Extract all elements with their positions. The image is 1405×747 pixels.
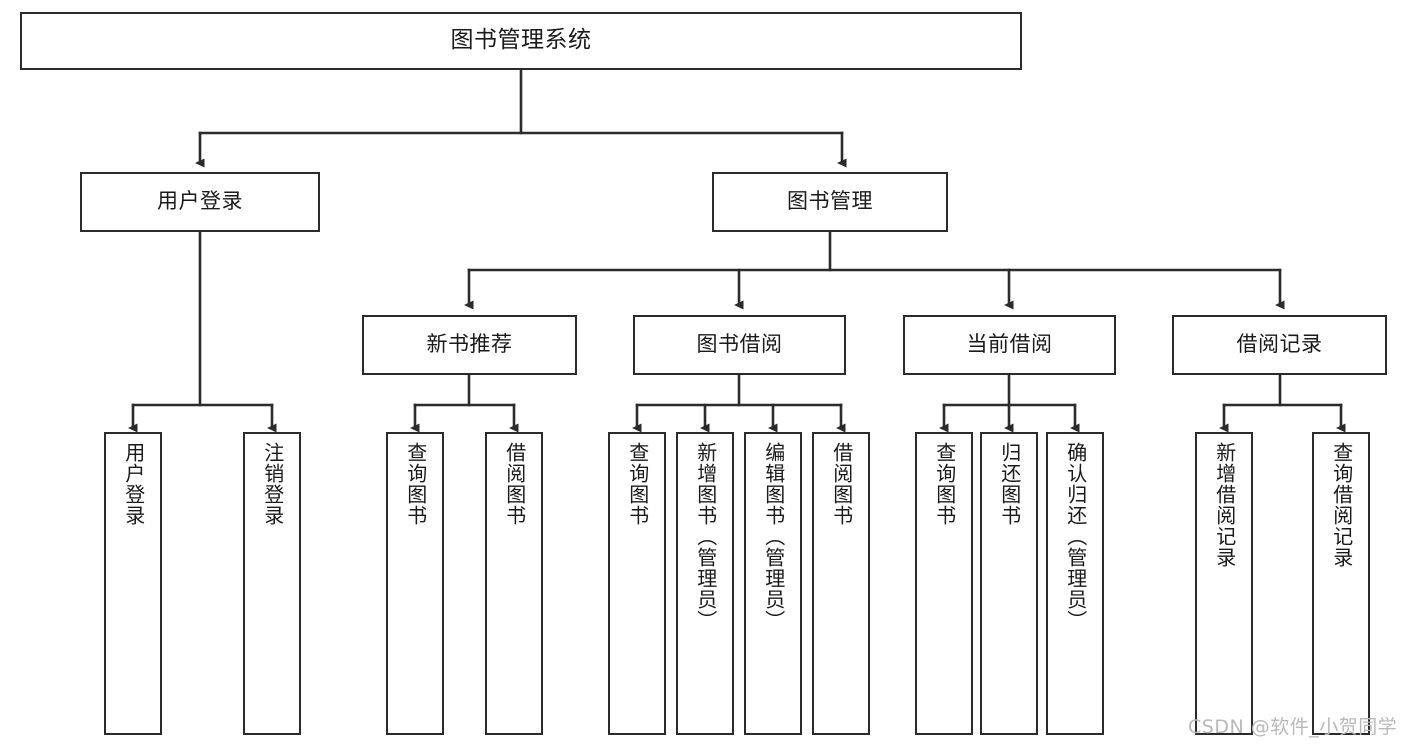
node-label: 编辑图书（管理员） [761,442,786,631]
node-label: 新增图书（管理员） [693,442,718,631]
node-borrow-records[interactable]: 借阅记录 [1172,315,1387,375]
leaf-borrow-query-book[interactable]: 查询图书 [608,432,666,735]
node-label: 新增借阅记录 [1212,442,1237,568]
leaf-borrow-add-book-admin[interactable]: 新增图书（管理员） [676,432,734,735]
node-root-system[interactable]: 图书管理系统 [20,12,1022,70]
node-label: 当前借阅 [966,332,1053,357]
leaf-new-book-query[interactable]: 查询图书 [386,432,444,735]
node-user-login[interactable]: 用户登录 [80,172,320,232]
node-label: 新书推荐 [426,332,513,357]
leaf-current-confirm-return-admin[interactable]: 确认归还（管理员） [1046,432,1104,735]
leaf-records-add-record[interactable]: 新增借阅记录 [1195,432,1253,735]
node-label: 注销登录 [260,442,285,526]
node-current-borrow[interactable]: 当前借阅 [903,315,1116,375]
leaf-current-return-book[interactable]: 归还图书 [980,432,1038,735]
leaf-borrow-borrow-book[interactable]: 借阅图书 [812,432,870,735]
node-book-management[interactable]: 图书管理 [712,172,948,232]
leaf-user-login-login[interactable]: 用户登录 [104,432,162,735]
node-label: 借阅图书 [829,442,854,526]
leaf-user-login-logout[interactable]: 注销登录 [243,432,301,735]
node-label: 图书管理系统 [450,27,592,54]
node-label: 查询借阅记录 [1329,442,1354,568]
node-label: 图书借阅 [696,332,783,357]
node-label: 用户登录 [121,442,146,526]
node-label: 归还图书 [997,442,1022,526]
node-new-book-recommend[interactable]: 新书推荐 [362,315,577,375]
node-label: 查询图书 [932,442,957,526]
node-label: 查询图书 [403,442,428,526]
csdn-watermark: CSDN @软件_小贺同学 [1188,712,1397,739]
node-book-borrow[interactable]: 图书借阅 [633,315,846,375]
node-label: 借阅记录 [1236,332,1323,357]
node-label: 借阅图书 [502,442,527,526]
node-label: 图书管理 [787,189,873,214]
node-label: 用户登录 [157,189,243,214]
leaf-records-query-record[interactable]: 查询借阅记录 [1312,432,1370,735]
node-label: 确认归还（管理员） [1063,442,1088,631]
leaf-new-book-borrow[interactable]: 借阅图书 [485,432,543,735]
leaf-borrow-edit-book-admin[interactable]: 编辑图书（管理员） [744,432,802,735]
leaf-current-query-book[interactable]: 查询图书 [915,432,973,735]
watermark-text: CSDN @软件_小贺同学 [1188,716,1398,738]
node-label: 查询图书 [625,442,650,526]
